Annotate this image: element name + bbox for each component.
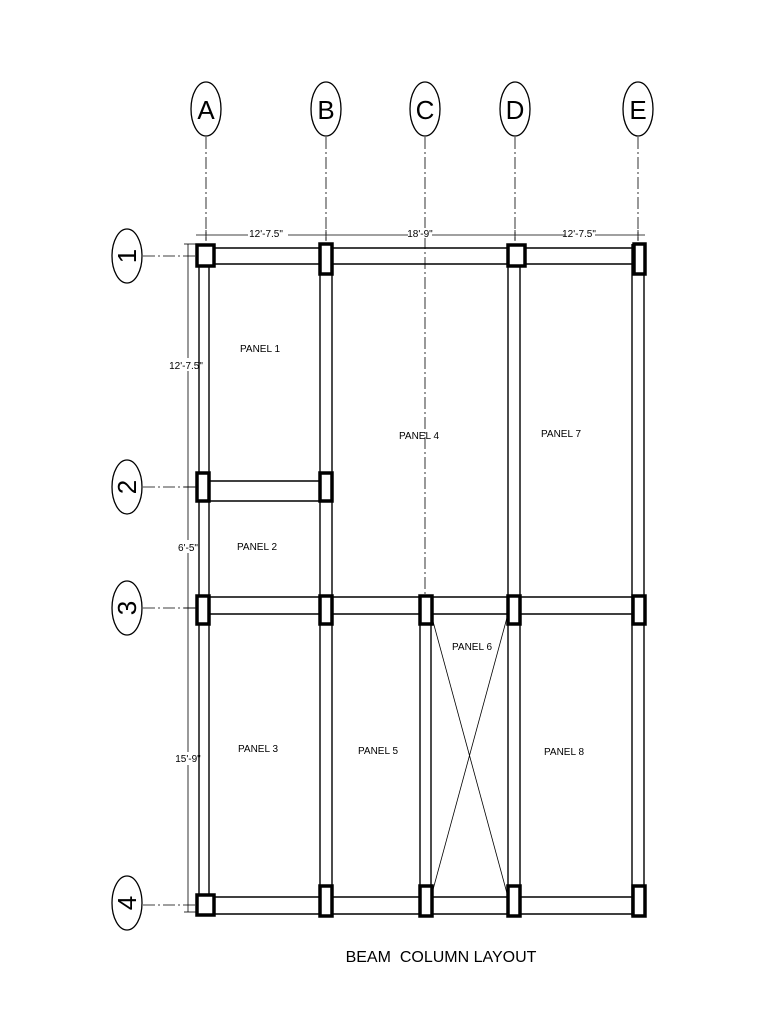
column-B3 xyxy=(318,594,334,626)
panel-4-label: PANEL 4 xyxy=(399,431,439,442)
dimension-b-d: 18'-9" xyxy=(407,229,433,240)
column-B1 xyxy=(318,242,334,276)
grid-bubble-4: 4 xyxy=(111,875,143,931)
column-A4 xyxy=(195,893,216,917)
dimension-d-e: 12'-7.5" xyxy=(562,229,596,240)
column-C4 xyxy=(418,884,434,918)
grid-bubble-B: B xyxy=(310,81,342,137)
column-A3 xyxy=(195,594,211,626)
column-B4 xyxy=(318,884,334,918)
column-E3 xyxy=(631,594,647,626)
drawing-title: BEAM COLUMN LAYOUT xyxy=(346,949,537,966)
panel-7-label: PANEL 7 xyxy=(541,429,581,440)
dimension-2-3: 6'-5" xyxy=(178,543,198,554)
vertical-beams xyxy=(198,244,645,916)
left-dimension-line xyxy=(184,243,196,913)
column-E1 xyxy=(632,242,647,276)
panel-2-label: PANEL 2 xyxy=(237,542,277,553)
grid-label-4: 4 xyxy=(112,896,142,910)
dimension-1-2: 12'-7.5" xyxy=(169,361,203,372)
grid-bubble-A: A xyxy=(190,81,222,137)
grid-bubble-1: 1 xyxy=(111,228,143,284)
panel-6-label: PANEL 6 xyxy=(452,642,492,653)
dimension-3-4: 15'-9" xyxy=(175,754,201,765)
column-D1 xyxy=(506,243,527,268)
column-E4 xyxy=(631,884,647,918)
grid-lines xyxy=(143,137,639,906)
column-D4 xyxy=(506,884,522,918)
grid-label-D: D xyxy=(506,95,525,125)
grid-label-3: 3 xyxy=(112,601,142,615)
panel-5-label: PANEL 5 xyxy=(358,746,398,757)
grid-label-A: A xyxy=(197,95,215,125)
panel-3-label: PANEL 3 xyxy=(238,744,278,755)
column-A2 xyxy=(195,471,211,503)
columns xyxy=(195,242,647,918)
grid-bubble-E: E xyxy=(622,81,654,137)
grid-label-B: B xyxy=(317,95,334,125)
grid-bubble-2: 2 xyxy=(111,459,143,515)
column-C3 xyxy=(418,594,434,626)
grid-label-E: E xyxy=(629,95,646,125)
grid-label-C: C xyxy=(416,95,435,125)
panel-8-label: PANEL 8 xyxy=(544,747,584,758)
grid-bubble-C: C xyxy=(409,81,441,137)
panel-1-label: PANEL 1 xyxy=(240,344,280,355)
dimension-a-b: 12'-7.5" xyxy=(249,229,283,240)
grid-bubble-3: 3 xyxy=(111,580,143,636)
column-D3 xyxy=(506,594,522,626)
panel-6-opening-cross xyxy=(430,613,509,898)
column-B2 xyxy=(318,471,334,503)
grid-bubble-D: D xyxy=(499,81,531,137)
column-A1 xyxy=(195,243,216,268)
grid-label-2: 2 xyxy=(112,480,142,494)
grid-label-1: 1 xyxy=(112,249,142,263)
